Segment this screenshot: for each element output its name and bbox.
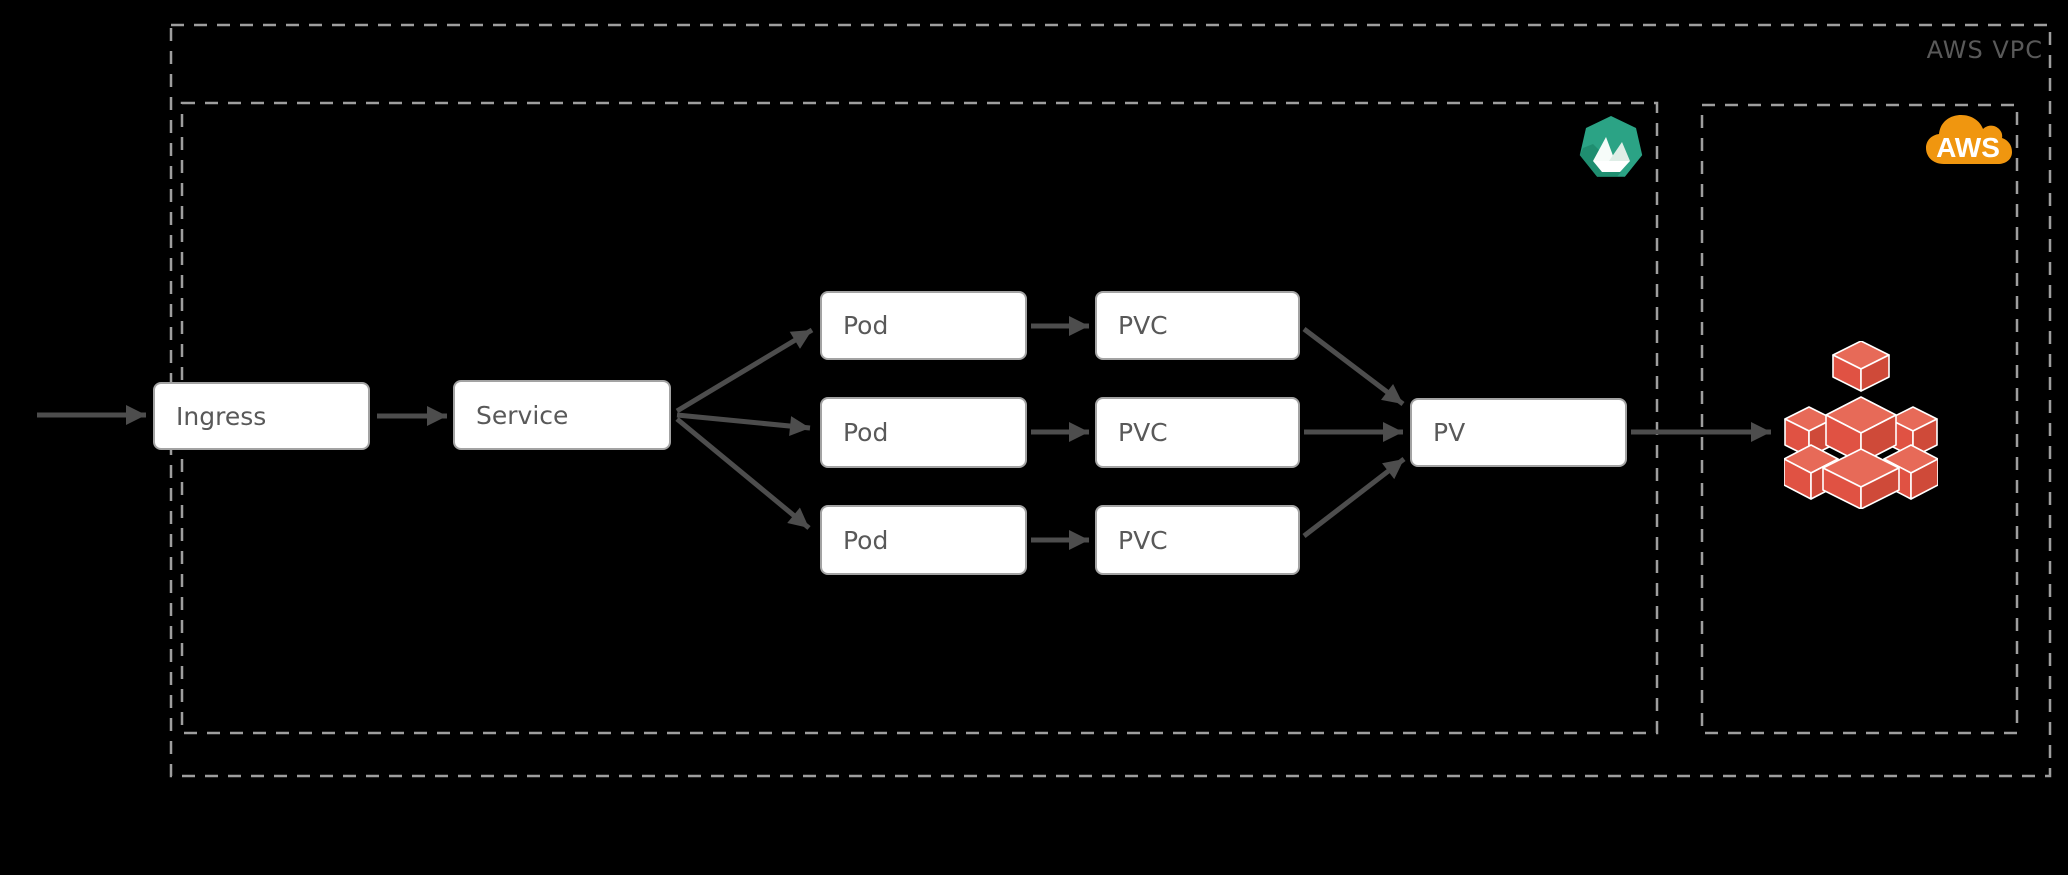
arrow-service-to-pod-1 bbox=[675, 327, 814, 414]
node-pvc-3-label: PVC bbox=[1118, 525, 1168, 555]
aws-cloud-text: AWS bbox=[1936, 132, 2000, 163]
storage-cubes bbox=[1784, 341, 1938, 509]
node-service-label: Service bbox=[476, 400, 569, 430]
node-pod-3-label: Pod bbox=[843, 525, 889, 555]
aws-services-boundary bbox=[1700, 103, 2019, 735]
node-ingress-label: Ingress bbox=[176, 401, 267, 431]
node-ingress: Ingress bbox=[153, 382, 370, 450]
arrow-pvc-3-to-pv bbox=[1302, 457, 1406, 538]
node-pod-2-label: Pod bbox=[843, 418, 889, 447]
node-pv: PV bbox=[1410, 398, 1627, 467]
aws-cloud-icon: AWS bbox=[1926, 115, 2012, 164]
node-pod-2: Pod bbox=[820, 397, 1027, 468]
kubernetes-cluster-icon bbox=[1579, 116, 1643, 177]
node-service: Service bbox=[453, 380, 671, 450]
arrows bbox=[37, 316, 1771, 550]
arrow-pvc-1-to-pv bbox=[1302, 327, 1405, 406]
node-pvc-3: PVC bbox=[1095, 505, 1300, 575]
node-pvc-1: PVC bbox=[1095, 291, 1300, 360]
node-pod-1-label: Pod bbox=[843, 311, 889, 340]
node-pvc-2-label: PVC bbox=[1118, 418, 1168, 447]
node-pvc-2: PVC bbox=[1095, 397, 1300, 468]
node-pvc-1-label: PVC bbox=[1118, 311, 1168, 340]
node-pod-3: Pod bbox=[820, 505, 1027, 575]
vpc-label: AWS VPC bbox=[1926, 36, 2043, 64]
node-pv-label: PV bbox=[1433, 418, 1466, 447]
node-pod-1: Pod bbox=[820, 291, 1027, 360]
arrow-service-to-pod-2 bbox=[676, 412, 811, 437]
arrow-service-to-pod-3 bbox=[675, 417, 811, 530]
aws-storage-cubes-icon bbox=[1784, 341, 1938, 509]
